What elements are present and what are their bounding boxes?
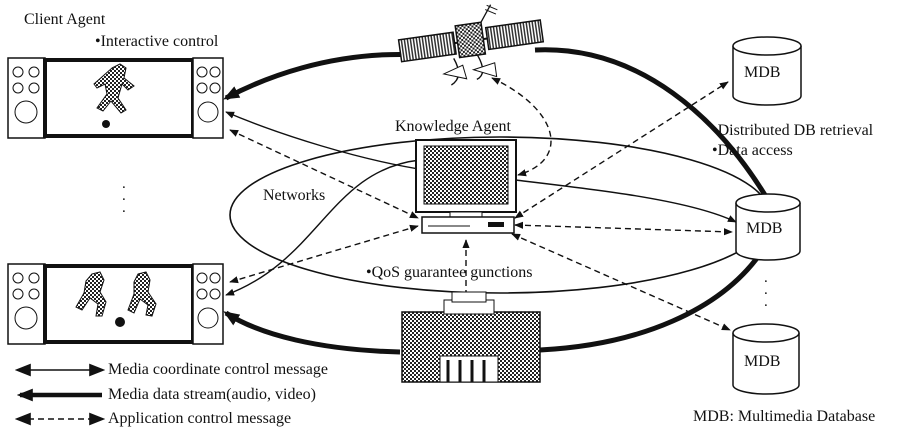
mdb-ellipsis: . . .: [764, 270, 768, 310]
server-building-icon: [401, 291, 541, 383]
computer-monitor-icon: [415, 139, 517, 234]
mdb-bottom-label: MDB: [744, 353, 781, 370]
satellite-icon: [397, 4, 545, 86]
legend-arrows: [14, 363, 106, 426]
mdb-database-bottom-icon: [732, 323, 800, 395]
legend-label-stream: Media data stream(audio, video): [108, 386, 316, 403]
client-ellipsis: . . .: [122, 176, 126, 216]
dash-knowledge-to-mdb-mid: [514, 221, 733, 236]
soccer-match-screen-icon: [7, 263, 224, 345]
mdb-top-label: MDB: [744, 64, 781, 81]
mdb-database-top-icon: [732, 36, 802, 106]
dash-knowledge-to-mdb-bottom: [511, 233, 731, 331]
dash-client-top-to-knowledge: [229, 129, 419, 219]
interactive-control-label: •Interactive control: [95, 33, 219, 50]
networks-label: Networks: [263, 187, 326, 204]
dash-knowledge-to-mdb-top: [514, 81, 729, 219]
qos-label: •QoS guarantee gunctions: [366, 264, 533, 281]
stream-building-to-client: [223, 310, 401, 355]
client-agent-label: Client Agent: [24, 11, 106, 28]
legend-label-application: Application control message: [108, 410, 292, 427]
dash-client-bottom-to-knowledge: [229, 224, 419, 284]
data-access-label: •Data access: [712, 142, 793, 159]
control-knowledge-to-mdb: [514, 179, 737, 223]
mdb-footer-label: MDB: Multimedia Database: [693, 408, 876, 425]
mdb-mid-label: MDB: [746, 220, 783, 237]
knowledge-agent-label: Knowledge Agent: [395, 118, 511, 135]
legend-label-control: Media coordinate control message: [108, 361, 328, 378]
stream-mdb-to-building: [539, 252, 763, 353]
stream-satellite-to-client: [223, 51, 421, 101]
dash-satellite-to-knowledge: [491, 77, 552, 177]
distributed-db-label: •Distributed DB retrieval: [712, 122, 874, 139]
soccer-player-screen-icon: [7, 57, 224, 139]
mdb-database-mid-icon: [735, 193, 801, 261]
